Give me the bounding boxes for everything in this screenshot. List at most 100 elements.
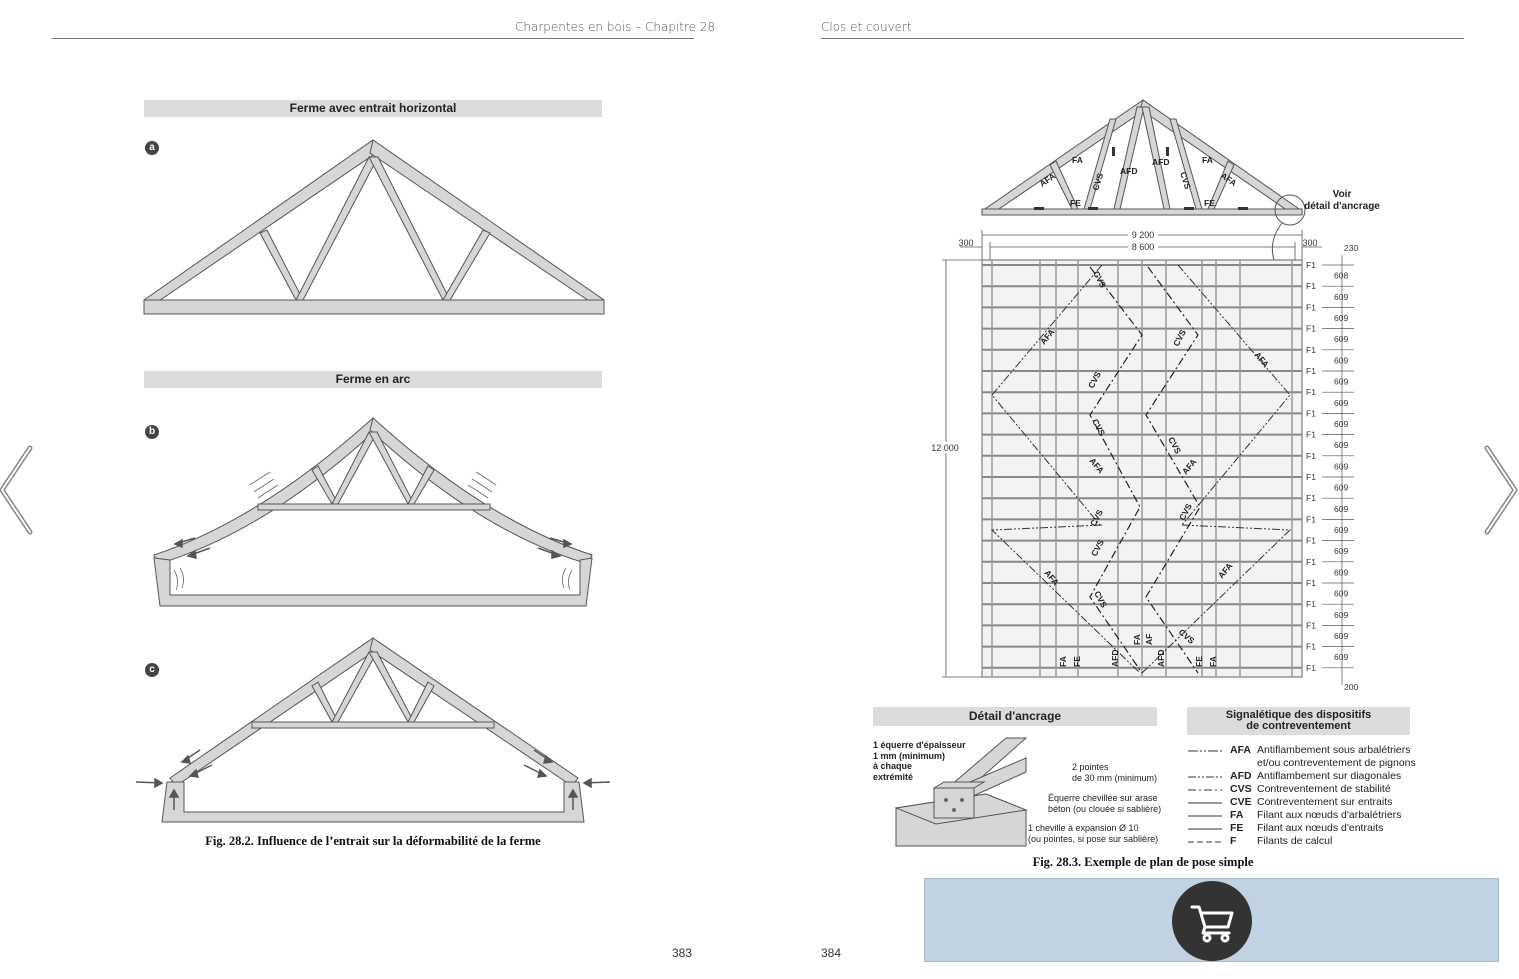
left-page-number: 383 [672, 946, 693, 960]
truss-label-fe-right: FE [1204, 198, 1215, 208]
right-head-rule [821, 38, 1464, 39]
detail-anchor-title: Détail d'ancrage [873, 707, 1157, 726]
detail-note-cheville-1: 1 cheville à expansion Ø 10 [1028, 823, 1139, 833]
spacing-value-17: 609 [1334, 610, 1348, 620]
detail-note-equerre-2: béton (ou clouée si sablière) [1048, 803, 1162, 814]
plan-label-af: AF [1144, 634, 1154, 645]
legend-title-line1: Signalétique des dispositifs [1225, 709, 1372, 721]
spacing-value-18: 609 [1334, 631, 1348, 641]
detail-note-pointes-2: de 30 mm (minimum) [1072, 772, 1158, 783]
spacing-label-f1: F1 [1306, 514, 1316, 524]
label-b: b [145, 425, 159, 439]
detail-note-cheville-2: (ou pointes, si pose sur sablière) [1028, 833, 1159, 844]
legend-desc: Filants de calcul [1257, 835, 1333, 847]
spacing-label-f1: F1 [1306, 642, 1316, 652]
chevron-left-icon[interactable] [0, 440, 36, 540]
bracing-plan: 9 200 8 600 300 300 12 000 F1F1F1F1F1F1F… [930, 229, 1358, 692]
detail-note-left-3: à chaque [873, 761, 913, 771]
spacing-value-6: 609 [1334, 377, 1348, 387]
spacing-label-f1: F1 [1306, 620, 1316, 630]
dim-total-length: 12 000 [931, 443, 959, 453]
spacing-value-10: 609 [1334, 461, 1348, 471]
legend-code: AFD [1230, 770, 1252, 782]
legend-line-sample [1188, 750, 1222, 752]
detail-note-pointes-1: 2 pointes [1072, 762, 1109, 772]
legend-desc-continued: et/ou contreventement de pignons [1257, 757, 1416, 769]
cart-banner [924, 878, 1499, 962]
spacing-label-f1: F1 [1306, 599, 1316, 609]
left-running-head: Charpentes en bois – Chapitre 28 [515, 20, 716, 34]
legend-line-sample [1188, 841, 1222, 843]
plan-label-afd-2: AFD [1156, 650, 1166, 667]
truss-arc [153, 417, 593, 607]
spacing-value-11: 609 [1334, 483, 1348, 493]
detail-note-left-4: extrémité [873, 771, 914, 782]
spacing-value-5: 609 [1334, 355, 1348, 365]
spacing-label-f1: F1 [1306, 557, 1316, 567]
spacing-value-16: 609 [1334, 589, 1348, 599]
label-a: a [145, 141, 159, 155]
legend-code: CVS [1230, 783, 1252, 795]
legend-desc: Antiflambement sous arbalétriers [1257, 744, 1411, 756]
spacing-value-19: 609 [1334, 652, 1348, 662]
voir-detail-line2: détail d'ancrage [1304, 201, 1380, 212]
legend-code: F [1230, 835, 1237, 847]
plan-label-fa-3: FA [1208, 656, 1218, 667]
spacing-label-f1: F1 [1306, 578, 1316, 588]
spacing-label-f1: F1 [1306, 408, 1316, 418]
band-title-b: Ferme en arc [144, 371, 602, 388]
spacing-label-f1: F1 [1306, 345, 1316, 355]
spacing-label-f1: F1 [1306, 493, 1316, 503]
spacing-label-f1: F1 [1306, 281, 1316, 291]
legend-title-line2: de contreventement [1246, 720, 1351, 732]
legend-line-sample [1188, 828, 1222, 830]
spacing-value-7: 609 [1334, 398, 1348, 408]
detail-note-equerre: Équerre chevillée sur arase béton (ou cl… [1048, 793, 1161, 814]
dim-overhang-left: 300 [958, 238, 973, 248]
spacing-value-14: 609 [1334, 546, 1348, 556]
detail-note-left-2: 1 mm (minimum) [873, 750, 946, 761]
plan-label-fe-2: FE [1194, 656, 1204, 667]
truss-plan-elevation: AFA FA CVS AFD AFD CVS FA AFA FE FE Voir… [981, 99, 1380, 271]
legend-desc: Antiflambement sur diagonales [1257, 770, 1402, 782]
spacing-last: 200 [1344, 682, 1358, 692]
spacing-label-f1: F1 [1306, 324, 1316, 334]
legend-desc: Filant aux nœuds d'entraits [1257, 822, 1384, 834]
spacing-label-f1: F1 [1306, 260, 1316, 270]
legend-title: Signalétique des dispositifs de contreve… [1187, 707, 1410, 735]
spacing-value-4: 609 [1334, 334, 1348, 344]
plan-label-fa-1: FA [1058, 656, 1068, 667]
chevron-right-icon[interactable] [1481, 440, 1519, 540]
band-title-a: Ferme avec entrait horizontal [144, 100, 602, 117]
spacing-value-12: 609 [1334, 504, 1348, 514]
legend-line-sample [1188, 802, 1222, 804]
truss-horizontal-tie [143, 139, 605, 315]
plan-label-fa-2: FA [1132, 634, 1142, 645]
cart-button[interactable] [1172, 881, 1252, 961]
legend-code: CVE [1230, 796, 1252, 808]
truss-buttressed [135, 637, 611, 823]
truss-label-afd-left: AFD [1120, 166, 1137, 176]
spacing-value-2: 609 [1334, 292, 1348, 302]
detail-note-pointes: 2 pointes de 30 mm (minimum) [1072, 762, 1157, 783]
truss-label-fe-left: FE [1070, 198, 1081, 208]
right-running-head: Clos et couvert [821, 20, 912, 34]
spacing-label-f1: F1 [1306, 366, 1316, 376]
legend-line-sample [1188, 789, 1222, 791]
spacing-label-f1: F1 [1306, 387, 1316, 397]
spacing-value-3: 609 [1334, 313, 1348, 323]
legend-row-f: F Filants de calcul [1188, 835, 1478, 848]
truss-label-cvs-left: CVS [1090, 172, 1105, 192]
spacing-label-f1: F1 [1306, 451, 1316, 461]
spacing-value-9: 609 [1334, 440, 1348, 450]
dim-inner-width: 8 600 [1132, 242, 1155, 252]
plan-label-afd-1: AFD [1110, 650, 1120, 667]
left-head-rule [52, 38, 694, 39]
legend-code: FA [1230, 809, 1244, 821]
spacing-label-f1: F1 [1306, 302, 1316, 312]
